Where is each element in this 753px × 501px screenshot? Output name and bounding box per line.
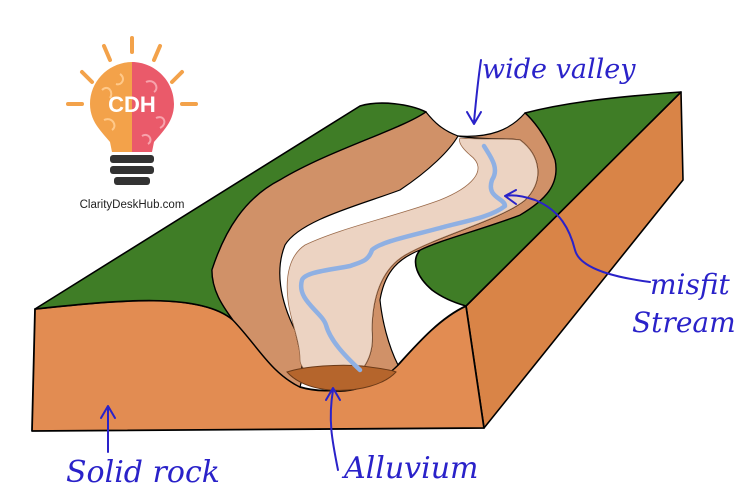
brain-bulb-icon <box>90 62 174 152</box>
misfit-stream <box>298 143 508 373</box>
annotations <box>100 59 651 471</box>
bulb-base-icon <box>110 155 154 185</box>
landform-block <box>31 91 684 432</box>
cdh-logo: CDH ClarityDeskHub.com <box>66 36 198 211</box>
misfit-stream-arrow <box>504 189 651 283</box>
misfit-label: misfit <box>650 268 731 301</box>
wide-valley-label: wide valley <box>482 54 636 85</box>
alluvium-deposit <box>286 364 397 391</box>
wide-valley-arrow <box>466 59 482 125</box>
solid-rock-label: Solid rock <box>66 455 220 490</box>
annotation-labels: wide valley misfit Stream Solid rock All… <box>66 54 736 490</box>
solid-rock-arrow <box>100 405 116 453</box>
logo-site-text: ClarityDeskHub.com <box>80 199 185 211</box>
alluvium-label: Alluvium <box>341 451 479 486</box>
lightbulb-rays <box>66 36 198 106</box>
alluvium-arrow <box>325 387 341 471</box>
stream-label: Stream <box>632 306 736 339</box>
logo-text: CDH <box>108 92 156 117</box>
